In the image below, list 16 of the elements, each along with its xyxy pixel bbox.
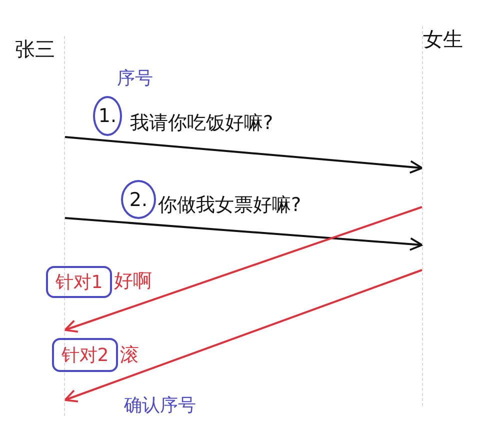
message-arrow: [64, 136, 423, 174]
sequence-number-circle: 2.: [121, 180, 156, 219]
message-label: 我请你吃饭好嘛?: [130, 113, 274, 134]
annotation-text: 确认序号: [124, 394, 196, 417]
message-arrow: [64, 269, 422, 402]
message-label: 滚: [120, 345, 139, 366]
message-label: 你做我女票好嘛?: [158, 195, 302, 216]
sequence-number-circle: 1.: [93, 96, 122, 136]
participant-name: 张三: [15, 37, 55, 61]
reply-tag-box: 针对2: [52, 338, 118, 372]
message-arrow: [64, 217, 423, 251]
annotation-text: 序号: [117, 67, 153, 90]
reply-tag-box: 针对1: [46, 266, 112, 298]
message-label: 好啊: [114, 271, 152, 292]
participant-name: 女生: [423, 27, 463, 51]
message-arrow: [64, 206, 422, 333]
